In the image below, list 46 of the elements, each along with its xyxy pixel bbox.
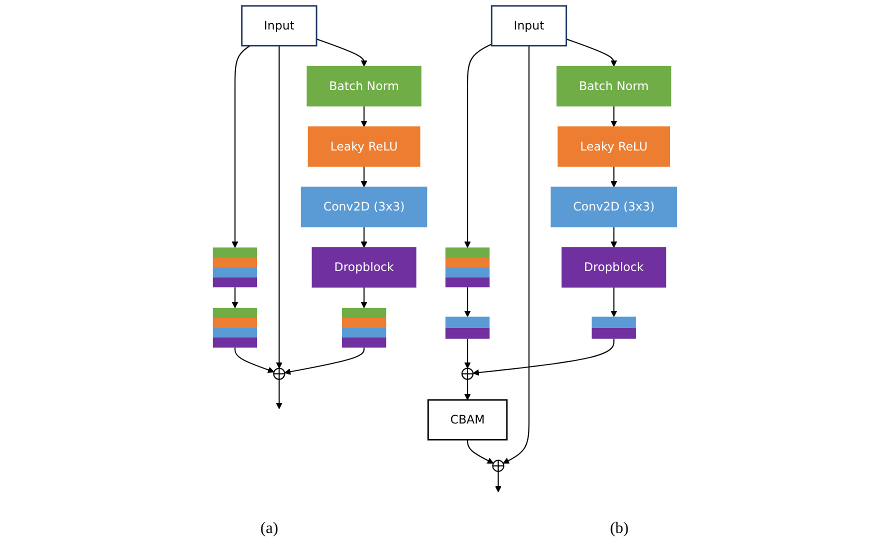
layer-box: Batch Norm [306, 66, 422, 106]
arrow [610, 226, 617, 248]
arrow [566, 38, 617, 67]
arrow [494, 471, 502, 492]
arrow [360, 287, 368, 308]
arrow [610, 106, 617, 127]
layer-box: Conv2D (3x3) [550, 186, 677, 228]
arrow [472, 338, 614, 376]
arrow [466, 440, 494, 464]
arrow [284, 348, 364, 375]
arrow [610, 287, 617, 317]
arrow [231, 287, 238, 308]
feature-stack [592, 316, 636, 339]
feature-stack [445, 247, 490, 288]
sum-circle [272, 368, 285, 380]
arrow [360, 106, 368, 127]
input-box: Input [240, 5, 317, 46]
arrow [360, 226, 368, 248]
arrow [464, 379, 470, 400]
feature-stack [212, 247, 257, 288]
layer-box: Leaky ReLU [308, 126, 420, 167]
layer-box: Dropblock [561, 247, 666, 288]
arrow [502, 46, 530, 464]
sum-circle [461, 368, 474, 380]
layer-box: Dropblock [312, 247, 416, 288]
input-box: Input [490, 5, 567, 46]
feature-stack [342, 308, 386, 348]
feature-stack [212, 308, 257, 348]
arrow [231, 45, 250, 248]
sum-circle [492, 460, 504, 472]
arrow [360, 166, 368, 188]
feature-stack [445, 316, 490, 339]
arrow [610, 166, 617, 188]
arrow [464, 287, 470, 317]
attention-box: CBAM [427, 399, 508, 440]
arrow [276, 379, 282, 410]
layer-box: Leaky ReLU [557, 126, 670, 167]
panel-label: (b) [610, 520, 629, 538]
layer-box: Conv2D (3x3) [300, 186, 427, 228]
arrow [234, 348, 274, 373]
panel-label: (a) [260, 520, 278, 538]
layer-box: Batch Norm [556, 66, 671, 106]
arrow [464, 44, 492, 248]
arrow [464, 338, 470, 369]
arrow [316, 38, 368, 67]
arrow [276, 46, 282, 369]
